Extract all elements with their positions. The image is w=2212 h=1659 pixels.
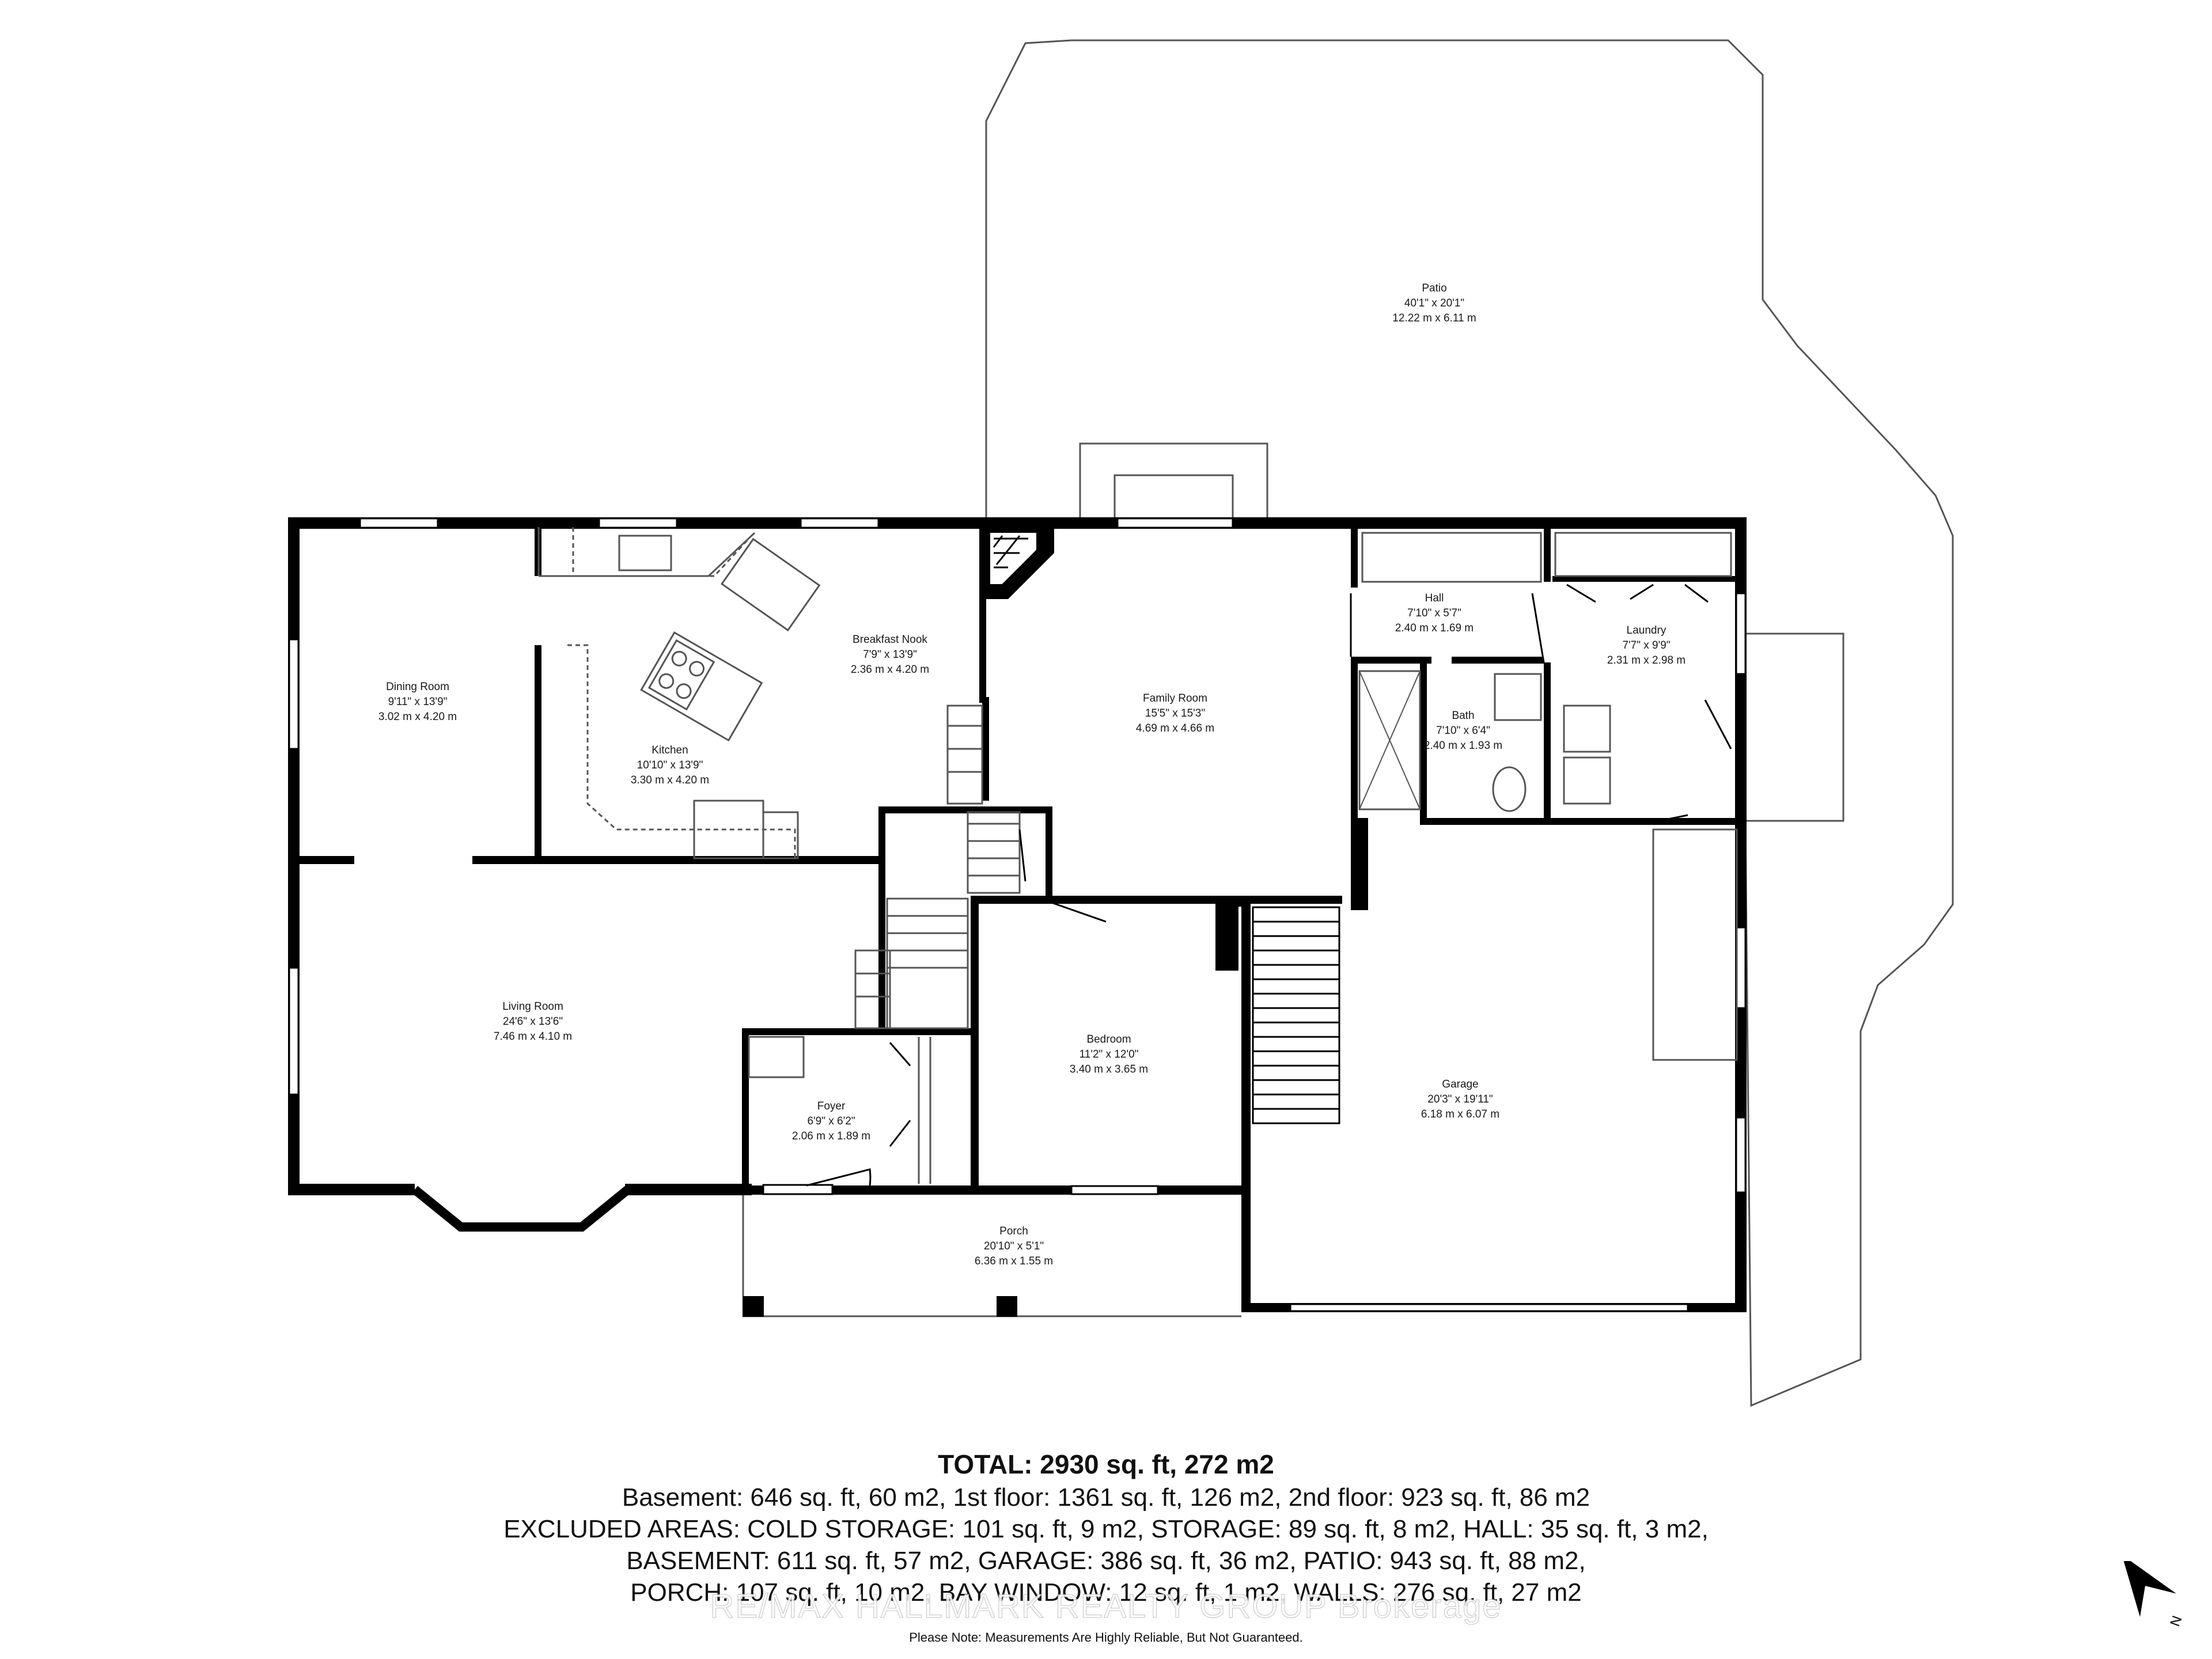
total-line-2: EXCLUDED AREAS: COLD STORAGE: 101 sq. ft… [503, 1515, 1709, 1543]
room-label-foyer: Foyer 6'9" x 6'2" 2.06 m x 1.89 m [792, 1099, 870, 1144]
stairs-garage [1252, 906, 1340, 1124]
fridge-appliance [762, 811, 799, 859]
room-label-kitchen: Kitchen 10'10" x 13'9" 3.30 m x 4.20 m [631, 743, 709, 788]
bath-name: Bath [1452, 710, 1475, 722]
kitchen-metric: 3.30 m x 4.20 m [630, 774, 710, 786]
dryer [1563, 756, 1611, 805]
bath-imperial: 7'10" x 6'4" [1436, 725, 1490, 737]
garage-name: Garage [1442, 1078, 1479, 1090]
laundry-name: Laundry [1626, 624, 1666, 637]
patio-name: Patio [1422, 282, 1447, 294]
room-label-hall: Hall 7'10" x 5'7" 2.40 m x 1.69 m [1395, 591, 1474, 636]
hall-name: Hall [1425, 592, 1444, 604]
foyer-bench [748, 1036, 805, 1078]
bath-metric: 2.40 m x 1.93 m [1423, 740, 1503, 752]
brokerage-watermark: RE/MAX HALLMARK REALTY GROUP Brokerage [710, 1588, 1502, 1626]
bath-sink [1494, 673, 1542, 721]
bedroom-metric: 3.40 m x 3.65 m [1069, 1063, 1149, 1075]
porch-imperial: 20'10" x 5'1" [983, 1240, 1044, 1252]
total-line-3: BASEMENT: 611 sq. ft, 57 m2, GARAGE: 386… [626, 1547, 1586, 1575]
kitchen-counter-outline [537, 527, 756, 577]
laundry-metric: 2.31 m x 2.98 m [1607, 654, 1686, 666]
exterior-walls [288, 517, 1747, 1312]
kitchen-imperial: 10'10" x 13'9" [637, 759, 703, 771]
room-label-patio: Patio 40'1" x 20'1" 12.22 m x 6.11 m [1392, 281, 1476, 326]
room-label-porch: Porch 20'10" x 5'1" 6.36 m x 1.55 m [975, 1224, 1053, 1269]
breakfast-metric: 2.36 m x 4.20 m [850, 664, 930, 676]
total-headline: TOTAL: 2930 sq. ft, 272 m2 [938, 1449, 1274, 1479]
laundry-imperial: 7'7" x 9'9" [1622, 639, 1671, 652]
total-line-1: Basement: 646 sq. ft, 60 m2, 1st floor: … [622, 1483, 1590, 1512]
range-appliance [693, 800, 764, 859]
foyer-metric: 2.06 m x 1.89 m [791, 1130, 871, 1142]
sink-icon [618, 535, 672, 571]
porch-name: Porch [999, 1225, 1028, 1237]
side-landing [1744, 632, 1844, 822]
foyer-name: Foyer [817, 1100, 846, 1112]
bedroom-name: Bedroom [1086, 1033, 1131, 1046]
family-name: Family Room [1143, 692, 1207, 704]
windows [288, 517, 1747, 1312]
patio-outline [985, 39, 1954, 1407]
room-label-laundry: Laundry 7'7" x 9'9" 2.31 m x 2.98 m [1607, 623, 1685, 668]
dining-imperial: 9'11" x 13'9" [388, 696, 448, 708]
room-label-dining: Dining Room 9'11" x 13'9" 3.02 m x 4.20 … [378, 680, 457, 725]
room-label-breakfast: Breakfast Nook 7'9" x 13'9" 2.36 m x 4.2… [851, 632, 929, 677]
hall-imperial: 7'10" x 5'7" [1407, 607, 1461, 619]
porch-metric: 6.36 m x 1.55 m [974, 1255, 1054, 1267]
bay-window [411, 1185, 631, 1232]
stairs-main [854, 811, 1021, 1029]
kitchen-desk [720, 537, 821, 632]
garage-storage [1652, 828, 1738, 1061]
kitchen-counter [567, 527, 796, 861]
breakfast-imperial: 7'9" x 13'9" [863, 649, 917, 661]
dining-name: Dining Room [386, 681, 449, 693]
fireplace-box [1079, 442, 1268, 518]
living-imperial: 24'6" x 13'6" [502, 1016, 563, 1028]
garage-metric: 6.18 m x 6.07 m [1421, 1108, 1500, 1120]
compass-label: N [2167, 1614, 2185, 1629]
patio-imperial: 40'1" x 20'1" [1404, 297, 1465, 309]
fireplace-insert [1113, 474, 1234, 520]
laundry-shelf [1554, 532, 1732, 577]
room-label-bath: Bath 7'10" x 6'4" 2.40 m x 1.93 m [1424, 709, 1502, 753]
hall-closet [1361, 532, 1542, 583]
foyer-imperial: 6'9" x 6'2" [807, 1115, 855, 1127]
toilet [1492, 766, 1527, 812]
stairs-family [946, 704, 983, 805]
shower [1358, 670, 1421, 810]
garage-imperial: 20'3" x 19'11" [1427, 1093, 1493, 1105]
room-label-garage: Garage 20'3" x 19'11" 6.18 m x 6.07 m [1421, 1077, 1499, 1122]
room-label-bedroom: Bedroom 11'2" x 12'0" 3.40 m x 3.65 m [1070, 1032, 1148, 1077]
washer [1563, 704, 1611, 753]
room-label-family: Family Room 15'5" x 15'3" 4.69 m x 4.66 … [1136, 691, 1214, 736]
family-metric: 4.69 m x 4.66 m [1135, 722, 1215, 734]
total-line-4: PORCH: 107 sq. ft, 10 m2, BAY WINDOW: 12… [630, 1578, 1582, 1607]
bedroom-imperial: 11'2" x 12'0" [1079, 1048, 1139, 1060]
kitchen-island [640, 631, 763, 742]
porch-outline [742, 1195, 1241, 1317]
family-imperial: 15'5" x 15'3" [1145, 707, 1206, 719]
hall-metric: 2.40 m x 1.69 m [1395, 622, 1474, 634]
north-compass-icon: N [2123, 1561, 2186, 1629]
dining-metric: 3.02 m x 4.20 m [378, 711, 457, 723]
doors [806, 584, 1732, 1187]
room-label-living: Living Room 24'6" x 13'6" 7.46 m x 4.10 … [494, 999, 572, 1044]
breakfast-name: Breakfast Nook [853, 634, 927, 646]
kitchen-name: Kitchen [652, 744, 688, 756]
living-metric: 7.46 m x 4.10 m [493, 1031, 573, 1043]
living-name: Living Room [502, 1001, 563, 1013]
measurement-note: Please Note: Measurements Are Highly Rel… [909, 1630, 1303, 1645]
patio-metric: 12.22 m x 6.11 m [1392, 312, 1476, 324]
